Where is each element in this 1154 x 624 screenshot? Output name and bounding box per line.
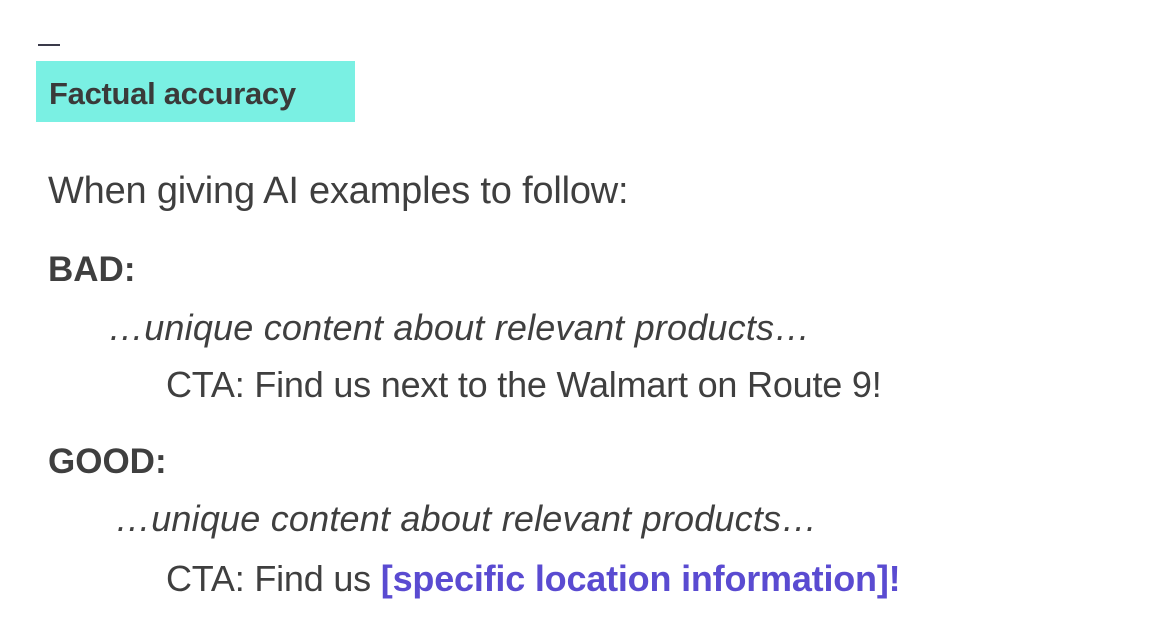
good-label: GOOD: (48, 442, 167, 481)
intro-text: When giving AI examples to follow: (48, 170, 629, 212)
slide-heading: Factual accuracy (36, 61, 355, 122)
good-example-text: …unique content about relevant products… (115, 498, 818, 539)
bad-cta-text: CTA: Find us next to the Walmart on Rout… (166, 364, 882, 405)
slide-accent-dash (38, 44, 60, 46)
good-cta-placeholder: [specific location information]! (380, 558, 901, 599)
good-cta-line: CTA: Find us [specific location informat… (166, 558, 901, 600)
good-cta-prefix: CTA: Find us (166, 558, 381, 599)
bad-example-text: …unique content about relevant products… (108, 307, 811, 348)
bad-label: BAD: (48, 250, 136, 289)
